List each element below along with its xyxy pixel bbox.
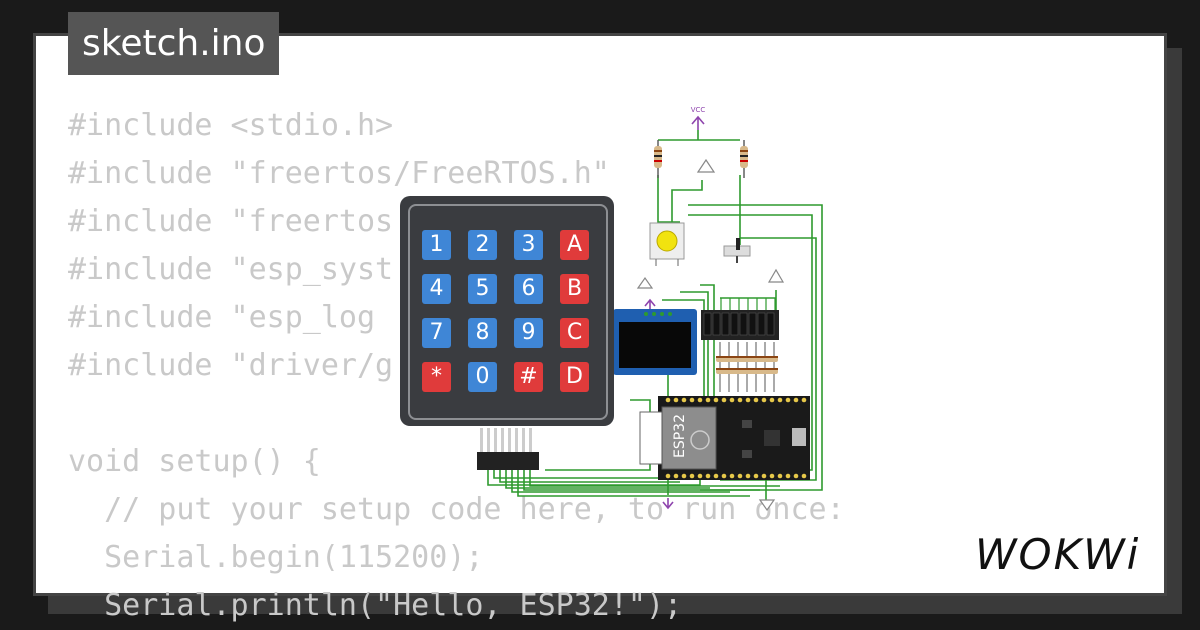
membrane-keypad: 1 2 3 A 4 5 6 B 7 8 9 C * 0 # D [400,196,614,426]
key-3[interactable]: 3 [514,230,543,260]
file-tab[interactable]: sketch.ino [68,12,280,75]
key-b[interactable]: B [560,274,589,304]
slide-switch[interactable] [723,238,751,263]
code-line-2: #include "freertos/FreeRTOS.h" [68,156,610,191]
code-line-9: // put your setup code here, to run once… [68,492,845,527]
code-line-1: #include <stdio.h> [68,108,394,143]
key-c[interactable]: C [560,318,589,348]
key-2[interactable]: 2 [468,230,497,260]
resistor-top-left [654,140,662,178]
key-a[interactable]: A [560,230,589,260]
code-line-11: Serial.println("Hello, ESP32!"); [68,588,683,623]
code-line-3: #include "freertos [68,204,394,239]
esp32-board: ESP32 [639,396,810,480]
code-line-8: void setup() { [68,444,321,479]
keypad-header [477,428,539,470]
key-8[interactable]: 8 [468,318,497,348]
vcc-label: VCC [691,106,706,114]
code-line-4: #include "esp_syst [68,252,394,287]
oled-display [613,309,697,375]
resistor-top-right [740,140,748,178]
key-5[interactable]: 5 [468,274,497,304]
code-line-5: #include "esp_log [68,300,376,335]
key-hash[interactable]: # [514,362,543,392]
key-6[interactable]: 6 [514,274,543,304]
ground-symbol [636,158,785,512]
dip-switch[interactable] [701,298,779,340]
code-line-6: #include "driver/g [68,348,394,383]
key-star[interactable]: * [422,362,451,392]
vcc-symbol [644,115,740,510]
pushbutton[interactable] [649,222,685,266]
key-d[interactable]: D [560,362,589,392]
wokwi-logo: WOKWi [975,530,1141,579]
code-preview: #include <stdio.h> #include "freertos/Fre… [68,102,845,630]
code-line-10: Serial.begin(115200); [68,540,484,575]
resistor-bank [716,342,778,392]
key-1[interactable]: 1 [422,230,451,260]
keypad-frame [408,204,608,420]
key-4[interactable]: 4 [422,274,451,304]
esp32-label: ESP32 [672,414,688,458]
key-0[interactable]: 0 [468,362,497,392]
key-9[interactable]: 9 [514,318,543,348]
key-7[interactable]: 7 [422,318,451,348]
